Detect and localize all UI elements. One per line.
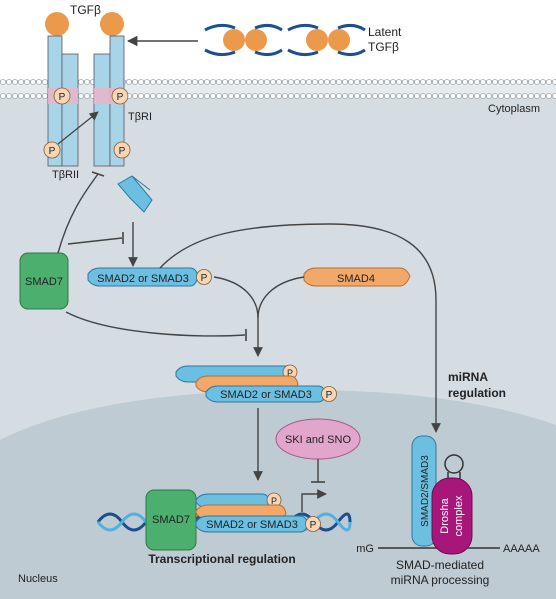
mg-cap-label: mG <box>356 543 374 555</box>
receptor-phosphorylation-arrow <box>57 111 99 145</box>
cytoplasm-label: Cytoplasm <box>488 103 540 115</box>
svg-text:P: P <box>201 273 208 284</box>
mirna-regulation-label-2: regulation <box>448 386 506 400</box>
smad-free-chevron <box>117 175 153 213</box>
smad4-protein: SMAD4 <box>303 267 411 287</box>
tgfb-label: TGFβ <box>70 3 101 17</box>
plasma-membrane <box>0 79 556 99</box>
drosha-label-2: complex <box>453 495 465 536</box>
transcriptional-regulation-label: Transcriptional regulation <box>148 552 295 566</box>
nucleus-label: Nucleus <box>18 573 58 585</box>
mirna-regulation-label-1: miRNA <box>448 370 488 384</box>
svg-text:P: P <box>271 496 277 506</box>
svg-text:P: P <box>49 146 56 157</box>
tbri-label: TβRI <box>128 111 152 123</box>
svg-text:P: P <box>119 146 126 157</box>
smad23-cytoplasmic: SMAD2 or SMAD3 P <box>87 267 212 287</box>
smad7-cytoplasmic <box>19 252 69 310</box>
smad-complex-cytoplasmic: P SMAD2 or SMAD3 P <box>175 364 337 403</box>
svg-text:P: P <box>117 92 124 103</box>
tbrii-label: TβRII <box>52 169 79 181</box>
smad4-label: SMAD4 <box>337 273 375 285</box>
smad7-label: SMAD7 <box>25 276 63 288</box>
smad-mediated-label-2: miRNA processing <box>391 573 490 587</box>
latent-label-line1: Latent <box>368 25 402 39</box>
smad7-inhibits-receptor <box>57 173 99 254</box>
drosha-complex: Drosha complex <box>431 477 473 555</box>
smad7-inhibits-smad-activation <box>67 237 123 245</box>
tgfb-ligand-left <box>45 12 69 36</box>
receptor-phosphate-2: P <box>111 87 129 105</box>
latent-tgfb-complex-2 <box>287 23 366 57</box>
mirna-regulation-arrow <box>159 223 441 433</box>
smad-complex-nuclear: P SMAD2 or SMAD3 P <box>195 492 321 533</box>
svg-text:P: P <box>59 92 66 103</box>
svg-text:P: P <box>310 520 317 531</box>
receptor-phosphate-1: P <box>53 87 71 105</box>
svg-text:P: P <box>287 368 293 378</box>
latent-tgfb-complex-1 <box>204 23 283 57</box>
receptor-phosphate-3: P <box>43 141 61 159</box>
transcription-start-arrow <box>301 489 327 512</box>
latent-label-line2: TGFβ <box>368 40 399 54</box>
smad7-inhibits-complex <box>65 311 246 337</box>
polya-tail-label: AAAAA <box>503 543 540 555</box>
smad-mediated-label-1: SMAD-mediated <box>396 558 484 572</box>
smad7-nuclear-label: SMAD7 <box>152 514 190 526</box>
ski-sno-label: SKI and SNO <box>285 434 351 446</box>
smad23-vertical: SMAD2/SMAD3 <box>411 435 437 547</box>
svg-text:P: P <box>326 390 333 401</box>
smad23-label: SMAD2 or SMAD3 <box>97 273 189 285</box>
svg-text:SMAD2 or SMAD3: SMAD2 or SMAD3 <box>206 519 298 531</box>
receptor-phosphate-4: P <box>113 141 131 159</box>
tgfb-ligand-right <box>100 12 124 36</box>
smad23-vertical-label: SMAD2/SMAD3 <box>420 455 431 527</box>
smad7-nuclear <box>145 489 197 551</box>
svg-text:SMAD2 or SMAD3: SMAD2 or SMAD3 <box>220 389 312 401</box>
drosha-label-1: Drosha <box>439 497 451 533</box>
